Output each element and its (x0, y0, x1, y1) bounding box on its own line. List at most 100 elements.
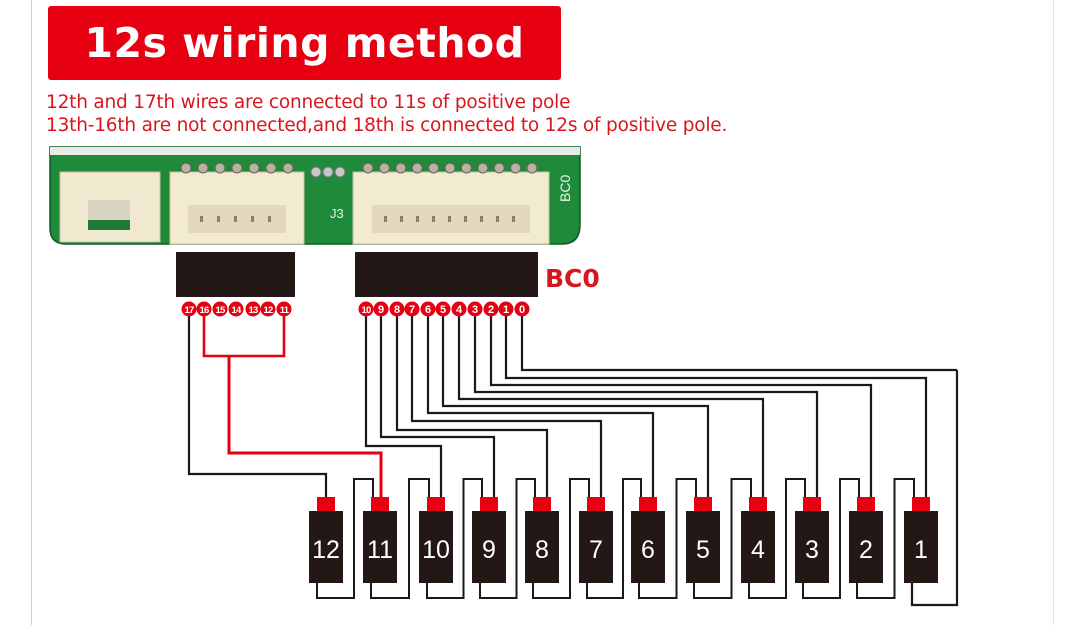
pin-circle (196, 301, 212, 317)
pin-circle (276, 301, 292, 317)
battery-cell: 9 (472, 497, 506, 583)
wire-pin-17 (187, 309, 328, 497)
battery-cell: 5 (686, 497, 720, 583)
cell-positive-terminal (639, 497, 657, 511)
pin-circle (260, 301, 276, 317)
battery-cell: 11 (363, 497, 397, 583)
contact-pin (217, 216, 220, 222)
contact-pin (400, 216, 403, 222)
pin-number: 11 (280, 305, 290, 316)
cell-body (631, 511, 665, 583)
solder-pad (248, 162, 260, 174)
contact-pin (268, 216, 271, 222)
pin-number: 8 (394, 304, 400, 316)
pin-number: 4 (456, 304, 463, 316)
battery-cell: 6 (631, 497, 665, 583)
solder-pad (428, 162, 440, 174)
battery-cell: 4 (741, 497, 775, 583)
contact-pin (464, 216, 467, 222)
pin-number: 10 (362, 305, 371, 316)
battery-cell: 2 (849, 497, 883, 583)
pin-circle (483, 301, 499, 317)
series-link (856, 478, 915, 599)
pin-marker: 11 (276, 301, 292, 317)
wire-pin-0 (520, 309, 957, 372)
battery-cell: 8 (525, 497, 559, 583)
cell-body (795, 511, 829, 583)
cell-body (686, 511, 720, 583)
cell-body (363, 511, 397, 583)
pin-number: 16 (200, 305, 209, 316)
pin-circle (404, 301, 420, 317)
cell-number: 10 (422, 536, 450, 564)
battery-cell: 12 (309, 497, 343, 583)
cell-positive-terminal (694, 497, 712, 511)
solder-pad (322, 166, 334, 178)
pin-marker: 2 (483, 301, 499, 317)
connector-slot-bottom (88, 220, 130, 230)
pin-circle (467, 301, 483, 317)
pin-circle (245, 301, 261, 317)
pin-marker: 0 (514, 301, 530, 317)
pin-circle (228, 301, 244, 317)
connector-7pin-contacts (200, 216, 271, 222)
contact-pin (234, 216, 237, 222)
cell-body (741, 511, 775, 583)
pin-number: 7 (409, 304, 415, 316)
cell-positive-terminal (857, 497, 875, 511)
pin-circle (514, 301, 530, 317)
solder-pad (510, 162, 522, 174)
wire-red-to-cell-11 (227, 356, 383, 497)
pin-circle (451, 301, 467, 317)
contact-pin (416, 216, 419, 222)
page-title: 12s wiring method (84, 19, 525, 67)
cell-positive-terminal (803, 497, 821, 511)
pcb-top-edge (50, 147, 580, 155)
pin-number: 3 (472, 304, 478, 316)
cell-body (525, 511, 559, 583)
cell-number: 12 (312, 536, 340, 564)
cell-positive-terminal (371, 497, 389, 511)
pin-marker: 7 (404, 301, 420, 317)
connector-11pin-contacts (384, 216, 515, 222)
cell-number: 9 (482, 536, 496, 564)
battery-cell: 1 (904, 497, 938, 583)
cell-number: 5 (696, 536, 710, 564)
pin-circle (181, 301, 197, 317)
cell-number: 2 (859, 536, 873, 564)
cell-number: 11 (367, 536, 393, 564)
wire-pin-6 (426, 309, 655, 497)
connector-block-right (355, 252, 538, 297)
pin-number: 5 (440, 304, 446, 316)
solder-pad (460, 162, 472, 174)
pin-marker: 15 (212, 301, 228, 317)
note-line-2: 13th-16th are not connected,and 18th is … (46, 115, 728, 136)
pin-number: 0 (519, 304, 525, 316)
cell-positive-terminal (587, 497, 605, 511)
solder-pad (180, 162, 192, 174)
pin-marker: 4 (451, 301, 467, 317)
series-link (586, 478, 642, 599)
solder-pad (231, 162, 243, 174)
cell-number: 6 (641, 536, 655, 564)
pin-marker: 16 (196, 301, 212, 317)
solder-pad (477, 162, 489, 174)
series-link (316, 478, 374, 599)
pin-marker: 8 (389, 301, 405, 317)
pin-marker: 17 (181, 301, 197, 317)
contact-pin (251, 216, 254, 222)
solder-pad (526, 162, 538, 174)
pin-marker: 13 (245, 301, 261, 317)
pin-circle (373, 301, 389, 317)
solder-pad (265, 162, 277, 174)
pin-number: 14 (232, 305, 242, 316)
cell-body (419, 511, 453, 583)
cell-number: 8 (535, 536, 549, 564)
wire-pin-10 (364, 309, 443, 497)
solder-pad (334, 166, 346, 178)
contact-pin (512, 216, 515, 222)
pin-number: 12 (264, 305, 273, 316)
series-link (479, 478, 536, 599)
wire-pin-0 (910, 370, 959, 607)
